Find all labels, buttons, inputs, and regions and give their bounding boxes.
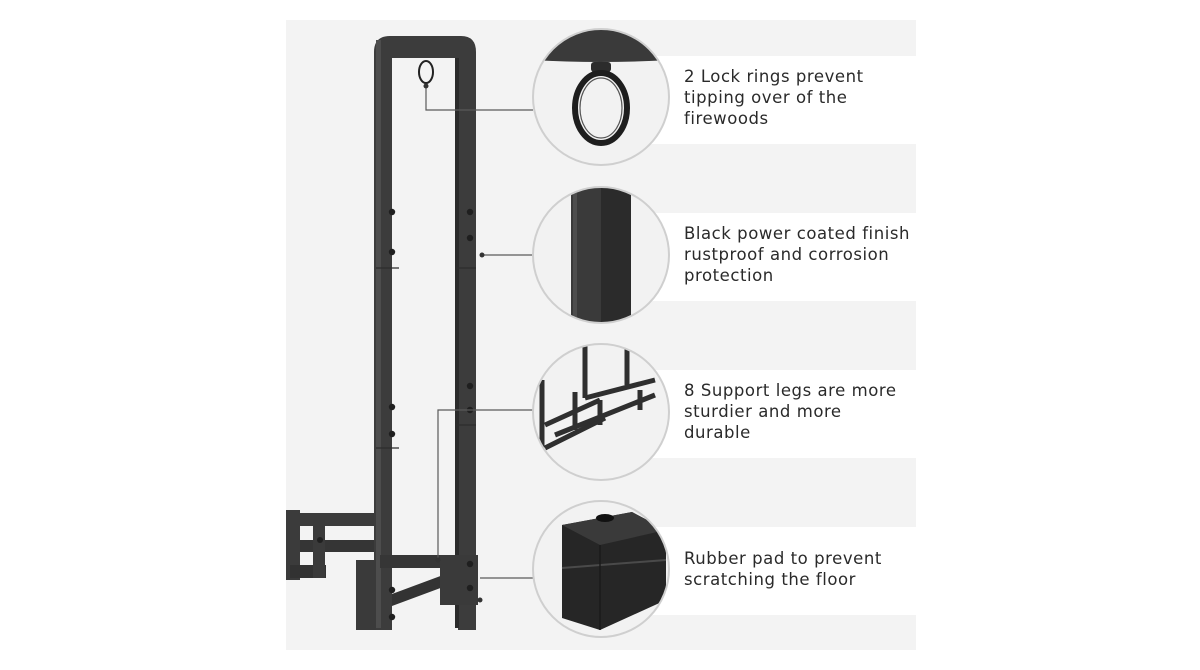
rack-frame bbox=[286, 36, 478, 630]
feature-text-coating: Black power coated finish rustproof and … bbox=[684, 224, 910, 285]
feature-text-rubber-pad: Rubber pad to prevent scratching the flo… bbox=[684, 549, 882, 589]
callout-lines bbox=[425, 86, 533, 579]
support-legs-closeup bbox=[532, 343, 670, 481]
frame-tube-closeup bbox=[532, 186, 670, 324]
feature-text-lock-rings: 2 Lock rings prevent tipping over of the… bbox=[684, 67, 864, 128]
rubber-pad-closeup bbox=[532, 500, 670, 638]
feature-text-support-legs: 8 Support legs are more sturdier and mor… bbox=[684, 381, 897, 442]
lock-ring-closeup bbox=[532, 28, 670, 166]
